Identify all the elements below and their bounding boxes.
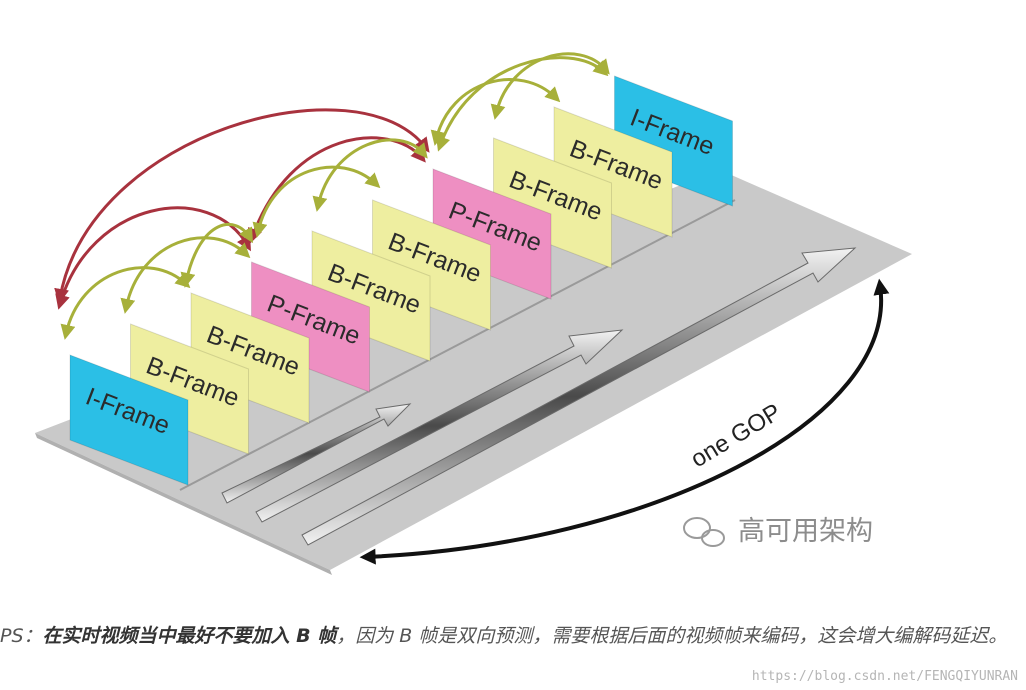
watermark-label: 高可用架构 [738, 516, 873, 547]
ref-arrow-short-1 [60, 266, 191, 340]
platform-edge [35, 433, 332, 575]
frame-face [69, 354, 189, 486]
gop-span-arrow [359, 278, 890, 565]
ref-arrow-short-2 [120, 236, 251, 314]
ref-arrow-short-3 [180, 223, 254, 288]
frame-card-1: I-Frame [69, 354, 189, 486]
caption-bold: 在实时视频当中最好不要加入 B 帧 [42, 625, 337, 647]
watermark: 高可用架构 [683, 516, 873, 547]
source-url: https://blog.csdn.net/FENGQIYUNRAN [751, 669, 1018, 684]
ref-arrow-short-5 [312, 138, 428, 212]
reference-arrows [54, 52, 610, 340]
gop-label: one GOP [686, 398, 786, 473]
caption-prefix: PS： [0, 625, 43, 647]
ref-arrow-short-4 [252, 165, 381, 238]
gop-frame-diagram: one GOP I-FrameB-FrameB-FrameP-FrameB-Fr… [35, 52, 912, 575]
ref-arrow-short-8 [435, 56, 609, 152]
frame-card-7: P-Frame [432, 168, 552, 300]
wechat-icon [683, 517, 725, 547]
frame-card-2: B-Frame [130, 323, 249, 455]
caption-rest: ，因为 B 帧是双向预测，需要根据后面的视频帧来编码，这会增大编解码延迟。 [336, 625, 1008, 647]
caption: PS：在实时视频当中最好不要加入 B 帧，因为 B 帧是双向预测，需要根据后面的… [0, 622, 1022, 651]
ref-arrow-long-1 [54, 108, 430, 304]
